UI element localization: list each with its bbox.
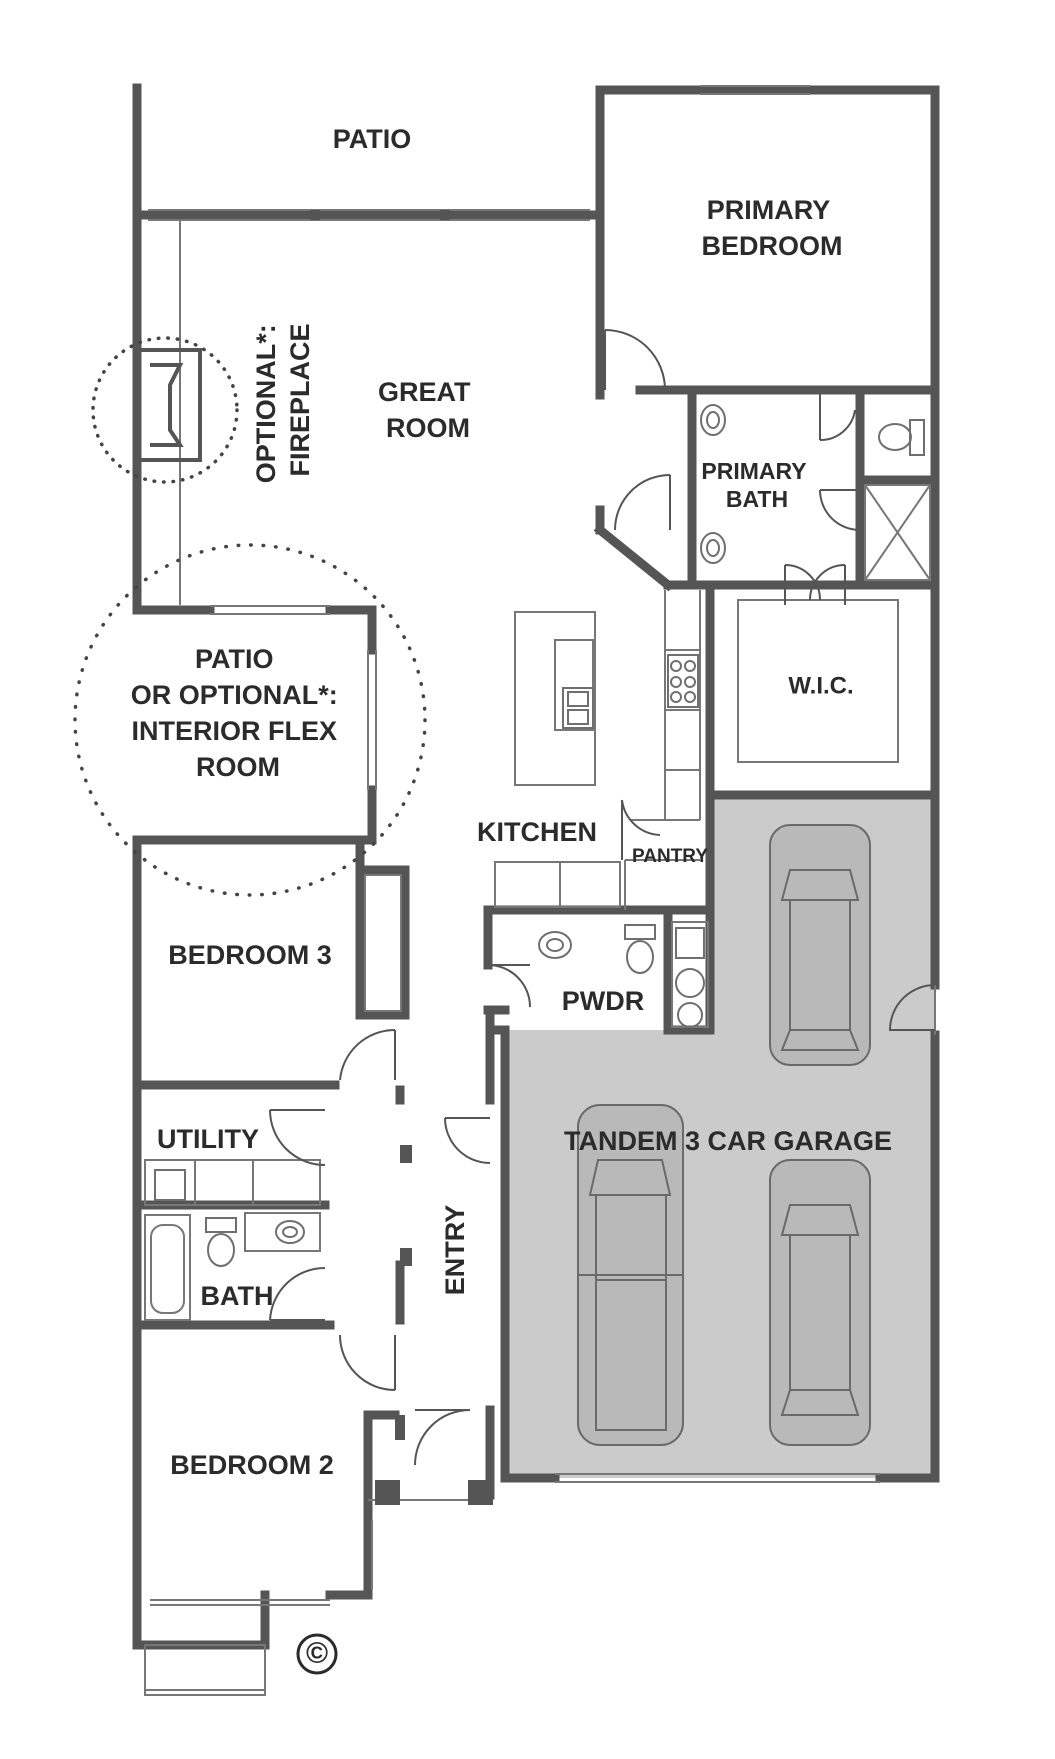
pantry-label: PANTRY xyxy=(632,846,708,867)
primary-bedroom-label: PRIMARY BEDROOM xyxy=(702,195,843,261)
kitchen-label: KITCHEN xyxy=(477,817,597,847)
bedroom2-label: BEDROOM 2 xyxy=(170,1450,334,1480)
fireplace-label: OPTIONAL*: FIREPLACE xyxy=(251,317,315,484)
utility-label: UTILITY xyxy=(157,1124,259,1154)
pwdr-label: PWDR xyxy=(562,986,645,1016)
wall-posts xyxy=(310,210,493,1505)
patio-top-label: PATIO xyxy=(333,124,412,154)
copyright-mark: © xyxy=(306,1637,328,1670)
toilet-icon xyxy=(205,419,925,1267)
flex-room-label: PATIO OR OPTIONAL*: INTERIOR FLEX ROOM xyxy=(131,644,346,782)
garage-label: TANDEM 3 CAR GARAGE xyxy=(564,1126,892,1156)
great-room-label: GREAT ROOM xyxy=(378,377,478,443)
walls xyxy=(132,83,940,1650)
cooktop-icon xyxy=(667,654,699,708)
primary-bath-label: PRIMARY BATH xyxy=(701,458,812,512)
flex-room-option-circle xyxy=(73,543,427,897)
door-swing-icon xyxy=(269,329,936,1466)
bath-label: BATH xyxy=(201,1281,274,1311)
copyright-circle xyxy=(296,1633,338,1675)
entry-label: ENTRY xyxy=(440,1205,470,1296)
car-icon xyxy=(577,824,871,1446)
bedroom3-label: BEDROOM 3 xyxy=(168,940,332,970)
fireplace-option-circle xyxy=(91,336,239,484)
washer-icon xyxy=(675,927,705,1028)
fireplace-icon xyxy=(140,348,202,462)
wic-label: W.I.C. xyxy=(788,672,853,699)
sink-icon xyxy=(154,404,726,1244)
